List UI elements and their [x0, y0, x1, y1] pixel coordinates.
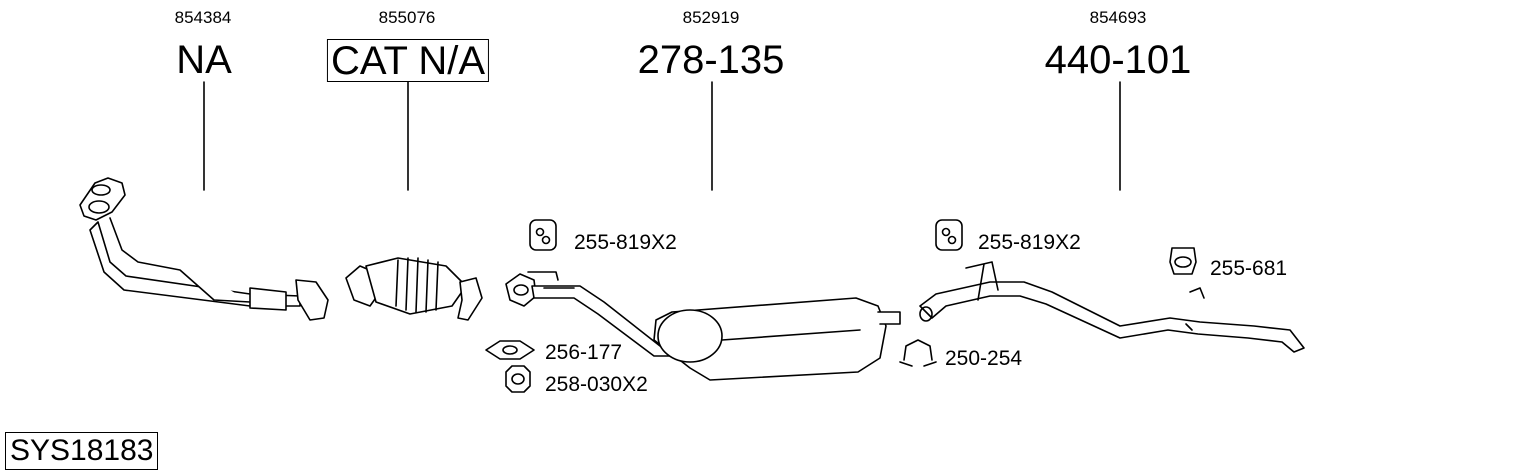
front-pipe-drawing: [79, 177, 329, 321]
part-oe-number: 854384: [174, 8, 232, 27]
accessory-label[interactable]: 255-819X2: [978, 231, 1081, 254]
clamp-icon: [899, 339, 937, 367]
part-oe-number: 854693: [1089, 8, 1147, 27]
gasket-icon: [485, 340, 535, 360]
accessory-label[interactable]: 256-177: [545, 341, 623, 364]
part-oe-number: 852919: [682, 8, 740, 27]
catalytic-converter-drawing: [345, 257, 483, 321]
part-reference[interactable]: 440-101: [1044, 38, 1192, 82]
part-reference-boxed[interactable]: CAT N/A: [326, 39, 490, 82]
hanger-rubber-icon: [529, 219, 557, 251]
part-reference[interactable]: 278-135: [637, 38, 785, 82]
accessory-label[interactable]: 255-681: [1210, 257, 1288, 280]
center-muffler-drawing: [505, 271, 901, 381]
part-oe-number: 855076: [378, 8, 436, 27]
accessory-label[interactable]: 255-819X2: [574, 231, 677, 254]
system-code: SYS18183: [5, 432, 159, 470]
accessory-label[interactable]: 250-254: [945, 347, 1023, 370]
nut-icon: [505, 365, 531, 393]
accessory-label[interactable]: 258-030X2: [545, 373, 648, 396]
part-reference[interactable]: NA: [176, 38, 232, 82]
tail-pipe-drawing: [919, 261, 1305, 353]
mounting-rubber-icon: [1169, 247, 1197, 275]
hanger-rubber-icon: [935, 219, 963, 251]
